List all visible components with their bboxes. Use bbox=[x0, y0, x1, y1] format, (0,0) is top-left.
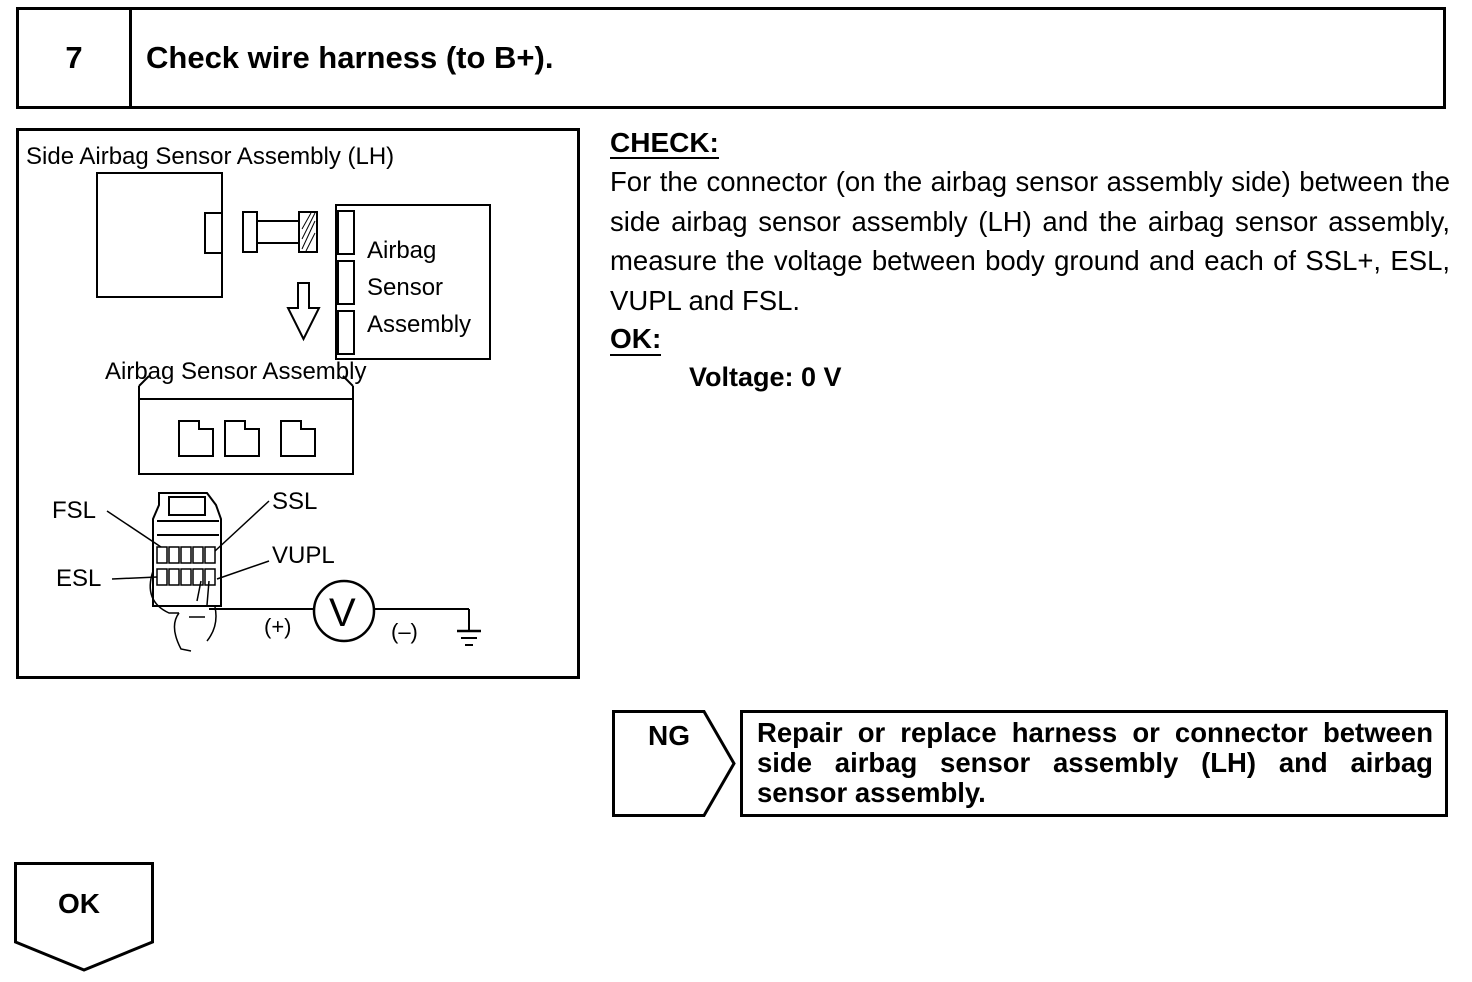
step-title: Check wire harness (to B+). bbox=[146, 40, 554, 75]
ng-label: NG bbox=[648, 720, 690, 751]
connector-label-line-2: Sensor bbox=[367, 274, 444, 301]
ok-label: OK bbox=[58, 888, 100, 919]
check-heading: CHECK: bbox=[610, 127, 719, 160]
ok-tag: OK bbox=[14, 862, 156, 979]
step-number: 7 bbox=[19, 10, 132, 106]
ng-action-box: Repair or replace harness or connector b… bbox=[740, 710, 1448, 817]
ng-tag: NG bbox=[612, 710, 737, 823]
check-section: CHECK: For the connector (on the airbag … bbox=[610, 128, 1450, 393]
connector-label-line-1: Airbag bbox=[367, 237, 437, 264]
ok-arrow-shape bbox=[14, 862, 154, 972]
pin-vupl-label: VUPL bbox=[272, 542, 335, 569]
wiring-illustration bbox=[96, 172, 491, 652]
voltmeter-symbol: V bbox=[329, 591, 356, 635]
connector-label-line-3: Assembly bbox=[367, 311, 472, 338]
step-header: 7 Check wire harness (to B+). bbox=[16, 7, 1446, 109]
connector-diagram: Side Airbag Sensor Assembly (LH) Airbag … bbox=[16, 128, 580, 679]
check-instruction: For the connector (on the airbag sensor … bbox=[610, 166, 1450, 316]
voltage-spec: Voltage: 0 V bbox=[689, 361, 842, 392]
pin-esl-label: ESL bbox=[56, 565, 102, 592]
side-sensor-label: Side Airbag Sensor Assembly (LH) bbox=[26, 143, 395, 170]
ng-arrow-shape bbox=[612, 710, 736, 817]
ok-heading: OK: bbox=[610, 323, 662, 356]
minus-terminal-label: (–) bbox=[391, 619, 418, 644]
sensor-unit-label: Airbag Sensor Assembly bbox=[105, 358, 367, 385]
plus-terminal-label: (+) bbox=[264, 614, 292, 639]
pin-fsl-label: FSL bbox=[52, 497, 97, 524]
pin-ssl-label: SSL bbox=[272, 488, 318, 515]
